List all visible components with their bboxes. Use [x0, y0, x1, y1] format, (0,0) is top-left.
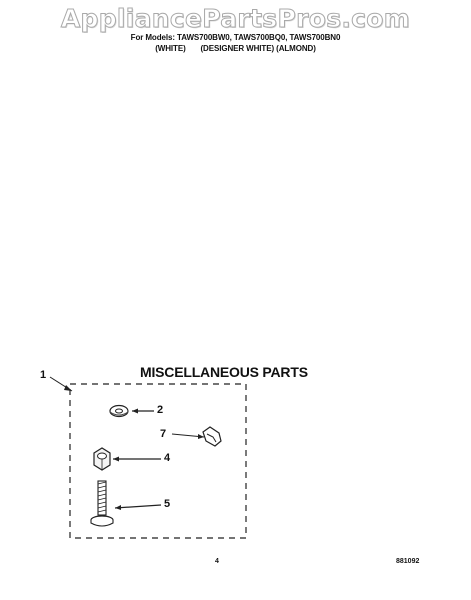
nut-part: [93, 447, 111, 471]
ref-number-nut: 4: [164, 452, 171, 464]
washer-part: [109, 404, 129, 418]
ref-number-washer: 2: [157, 404, 164, 416]
leader-washer-arrow: [132, 408, 138, 414]
watermark-logo: AppliancePartsPros.com: [60, 4, 411, 34]
model-header: For Models: TAWS700BW0, TAWS700BQ0, TAWS…: [0, 32, 471, 54]
section-title: MISCELLANEOUS PARTS: [140, 364, 308, 380]
clip-part: [202, 426, 222, 447]
bolt-part: [90, 480, 114, 527]
kit-boundary: [69, 383, 247, 539]
colors-line: (WHITE) (DESIGNER WHITE) (ALMOND): [155, 44, 316, 53]
page-number: 4: [215, 558, 219, 565]
leader-nut-arrow: [113, 456, 119, 462]
leader-bolt: [114, 504, 162, 509]
ref-number-clip: 7: [160, 428, 167, 440]
leader-clip-arrow: [198, 434, 204, 439]
leader-bolt-arrow: [115, 505, 121, 510]
document-code: 881092: [396, 558, 420, 565]
leader-kit-arrow: [64, 385, 72, 391]
models-line: For Models: TAWS700BW0, TAWS700BQ0, TAWS…: [130, 33, 341, 42]
ref-number-kit: 1: [40, 369, 47, 381]
ref-number-bolt: 5: [164, 498, 171, 510]
